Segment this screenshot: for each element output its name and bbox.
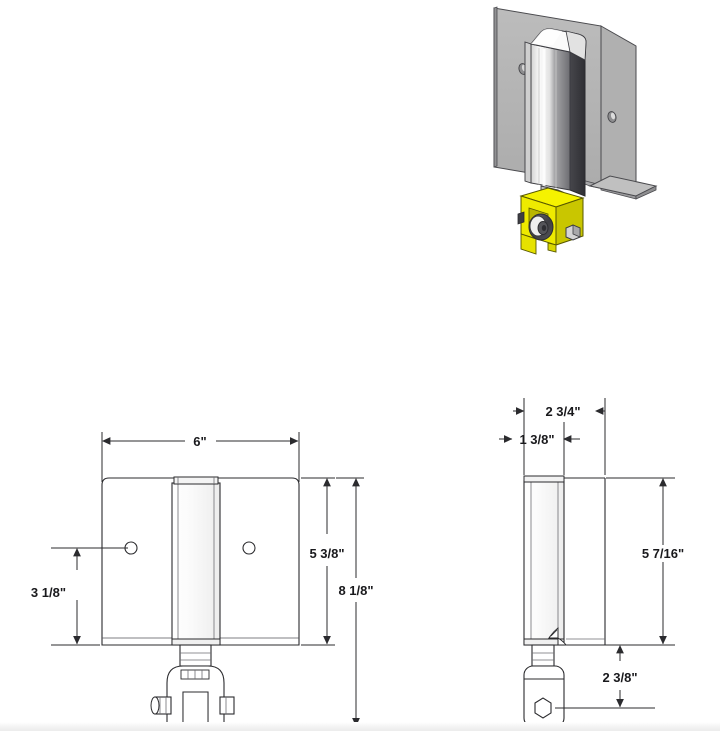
side-tube (523, 475, 565, 646)
side-plate-edge (564, 477, 606, 646)
side-clevis-bolt (534, 697, 552, 719)
side-clevis (523, 665, 565, 728)
dim-hole-center-height: 3 1/8" (31, 547, 128, 646)
front-clevis (150, 665, 235, 728)
front-tube (171, 476, 221, 646)
dim-tube-depth: 1 3/8" (499, 422, 580, 475)
front-shaft (179, 644, 212, 667)
iso-clevis (517, 187, 585, 255)
dim-label-clevis-drop: 2 3/8" (602, 670, 637, 685)
dim-depth-overall: 2 3/4" (513, 398, 606, 475)
dim-plate-height: 5 3/8" (301, 477, 345, 646)
side-elevation-view (523, 475, 606, 728)
dim-label-depth-overall: 2 3/4" (545, 404, 580, 419)
dim-body-height: 5 7/16" (606, 477, 684, 646)
dim-clevis-drop: 2 3/8" (555, 644, 655, 709)
front-view-dimensions: 6" 5 3/8" 8 1/8" 3 1/8" (31, 432, 374, 728)
front-clevis-bolt (150, 696, 235, 715)
iso-tube-body (524, 28, 587, 207)
side-view-dimensions: 2 3/4" 1 3/8" 5 7/16" 2 3/8" (499, 398, 684, 709)
dim-label-width-overall: 6" (193, 434, 206, 449)
sheet-bottom-band (0, 722, 720, 731)
dim-label-hole-center-height: 3 1/8" (31, 585, 66, 600)
front-elevation-view (101, 476, 300, 728)
dim-label-overall-height: 8 1/8" (338, 583, 373, 598)
side-shaft (531, 644, 555, 667)
dim-width-overall: 6" (101, 432, 300, 482)
dim-label-tube-depth: 1 3/8" (519, 432, 554, 447)
dim-label-plate-height: 5 3/8" (309, 546, 344, 561)
isometric-view (493, 6, 658, 255)
dim-label-body-height: 5 7/16" (642, 546, 684, 561)
front-hole-right (242, 541, 256, 555)
